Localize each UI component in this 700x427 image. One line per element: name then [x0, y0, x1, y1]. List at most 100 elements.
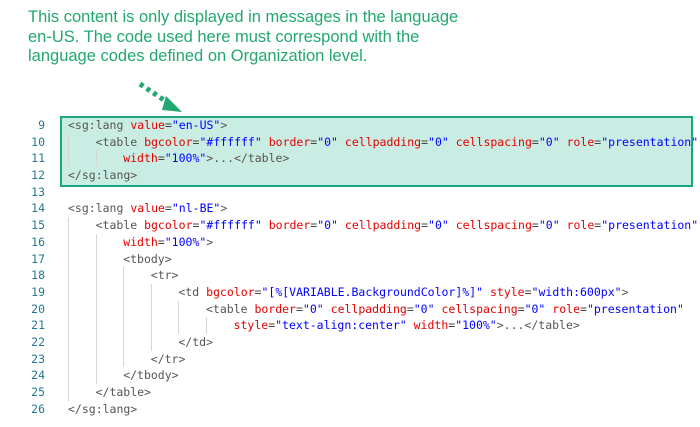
- indent-guide: [123, 300, 151, 318]
- indent-guide: [95, 367, 124, 384]
- line-number: 17: [31, 251, 45, 266]
- code-token-attr: cellpadding: [344, 134, 422, 149]
- code-token-tag: <table: [205, 301, 255, 316]
- code-token-eq: =: [254, 284, 262, 299]
- indent-guide: [68, 367, 96, 384]
- indent-guide: [95, 350, 124, 368]
- indent-guide: [68, 300, 96, 318]
- highlighted-code-region: [60, 116, 693, 187]
- code-token-tag: [338, 217, 345, 234]
- code-token-tag: [324, 301, 331, 318]
- code-token-eq: =: [192, 134, 200, 149]
- indent-guide: [68, 283, 96, 301]
- code-token-attr: bgcolor: [144, 218, 193, 233]
- code-token-tag: <table: [95, 134, 145, 149]
- code-token-val: "0": [538, 218, 560, 233]
- code-token-eq: =: [580, 301, 587, 316]
- code-token-attr: role: [566, 134, 595, 149]
- annotation-callout: This content is only displayed in messag…: [28, 8, 688, 67]
- code-token-tag: <table: [95, 218, 145, 233]
- line-number: 13: [31, 184, 45, 199]
- code-token-val: "0": [413, 301, 435, 316]
- code-line: 13: [0, 184, 698, 201]
- code-line: 14<sg:lang value="nl-BE">: [0, 200, 698, 217]
- indent-guide: [150, 333, 179, 351]
- code-token-attr: cellspacing: [441, 301, 518, 316]
- line-number: 23: [31, 351, 45, 366]
- code-token-val: "0": [538, 134, 560, 149]
- code-line: 24</tbody>: [0, 367, 698, 384]
- code-token-tag: </table>: [95, 385, 151, 399]
- code-token-eq: =: [295, 301, 303, 316]
- indent-guide: [150, 317, 179, 334]
- code-token-tag: <sg:lang: [68, 201, 131, 216]
- indent-guide: [95, 267, 124, 284]
- indent-guide: [68, 384, 96, 401]
- code-token-eq: =: [164, 201, 172, 216]
- code-token-eq: =: [421, 134, 429, 149]
- code-token-tag: [435, 301, 442, 318]
- code-token-tag: <sg:lang: [68, 118, 131, 132]
- code-token-attr: width: [123, 151, 158, 166]
- code-token-val: "nl-BE": [171, 201, 221, 216]
- code-line: 18 <tr>: [0, 267, 698, 284]
- code-token-tag: >: [206, 234, 214, 249]
- code-token-tag: <tbody>: [123, 251, 172, 266]
- indent-guide: [95, 283, 124, 301]
- line-number: 14: [31, 201, 45, 216]
- indent-guide: [123, 333, 151, 351]
- line-number: 16: [31, 234, 45, 249]
- code-line: 12</sg:lang>: [0, 167, 698, 184]
- indent-guide: [123, 267, 151, 284]
- code-token-eq: =: [594, 218, 602, 233]
- code-token-val: "#ffffff": [199, 218, 262, 233]
- code-token-eq: =: [517, 301, 525, 316]
- code-token-eq: =: [406, 301, 414, 316]
- code-token-val: "[%[VARIABLE.BackgroundColor]%]": [261, 284, 484, 299]
- line-number: 18: [31, 268, 45, 283]
- code-token-eq: =: [524, 284, 532, 299]
- code-token-attr: border: [268, 134, 311, 149]
- code-token-tag: </sg:lang>: [68, 401, 138, 416]
- code-token-attr: bgcolor: [206, 284, 255, 299]
- code-token-attr: width: [123, 234, 158, 249]
- code-token-eq: =: [531, 218, 539, 233]
- code-token-val: "presentation": [601, 134, 699, 149]
- line-number: 19: [31, 284, 45, 299]
- code-editor[interactable]: 9<sg:lang value="en-US">10<table bgcolor…: [0, 117, 698, 417]
- code-line: 15<table bgcolor="#ffffff" border="0" ce…: [0, 217, 698, 234]
- indent-guide: [68, 150, 96, 168]
- code-token-tag: [262, 217, 269, 234]
- code-token-val: "#ffffff": [199, 134, 262, 149]
- line-number: 25: [31, 385, 45, 399]
- code-token-attr: cellspacing: [455, 218, 532, 233]
- indent-guide: [178, 317, 206, 334]
- code-token-attr: value: [130, 118, 165, 132]
- code-token-val: "width:600px": [531, 284, 622, 299]
- indent-guide: [95, 333, 124, 351]
- code-line: 10<table bgcolor="#ffffff" border="0" ce…: [0, 133, 699, 151]
- code-token-eq: =: [421, 218, 429, 233]
- code-token-tag: </tbody>: [123, 368, 179, 383]
- indent-guide: [95, 150, 124, 168]
- code-token-attr: cellspacing: [455, 134, 532, 149]
- indent-guide: [68, 217, 96, 234]
- line-number: 12: [31, 168, 45, 183]
- dotted-arrow-icon: [138, 81, 182, 112]
- code-token-attr: width: [413, 318, 449, 333]
- indent-guide: [68, 233, 96, 251]
- code-token-attr: style: [489, 284, 525, 299]
- code-token-tag: [338, 134, 345, 151]
- line-number: 15: [31, 218, 45, 233]
- code-token-tag: <tr>: [150, 268, 179, 283]
- code-token-val: "0": [428, 218, 449, 233]
- indent-guide: [68, 133, 96, 151]
- indent-guide: [95, 300, 124, 318]
- code-line: 9<sg:lang value="en-US">: [0, 117, 698, 134]
- indent-guide: [150, 283, 179, 301]
- code-line: 20<table border="0" cellpadding="0" cell…: [0, 300, 698, 318]
- line-number: 21: [31, 318, 45, 333]
- code-token-eq: =: [448, 318, 456, 333]
